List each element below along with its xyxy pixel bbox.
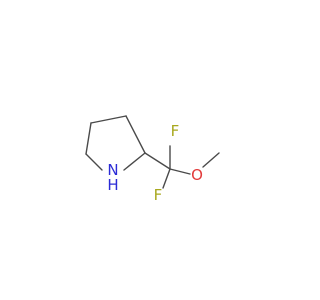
bond-o-ch3 <box>202 152 220 168</box>
bond-c3-c2 <box>125 115 146 154</box>
bond-n-c5 <box>85 153 103 171</box>
bond-c3-c4 <box>90 115 127 124</box>
bond-c2-cf2 <box>144 152 171 170</box>
molecule-diagram: N H F F O <box>85 115 220 204</box>
structure-svg: N H F F O <box>85 115 220 204</box>
atom-nitrogen: N <box>107 161 118 179</box>
atom-fluorine-top: F <box>171 122 180 140</box>
bond-c2-n <box>123 152 146 171</box>
atom-fluorine-bottom: F <box>154 186 163 204</box>
atom-oxygen: O <box>191 166 203 184</box>
atom-hydrogen: H <box>107 176 118 194</box>
bond-c5-c4 <box>85 122 92 155</box>
bond-cf2-o <box>169 168 191 175</box>
bond-cf2-f-bottom <box>162 168 171 189</box>
